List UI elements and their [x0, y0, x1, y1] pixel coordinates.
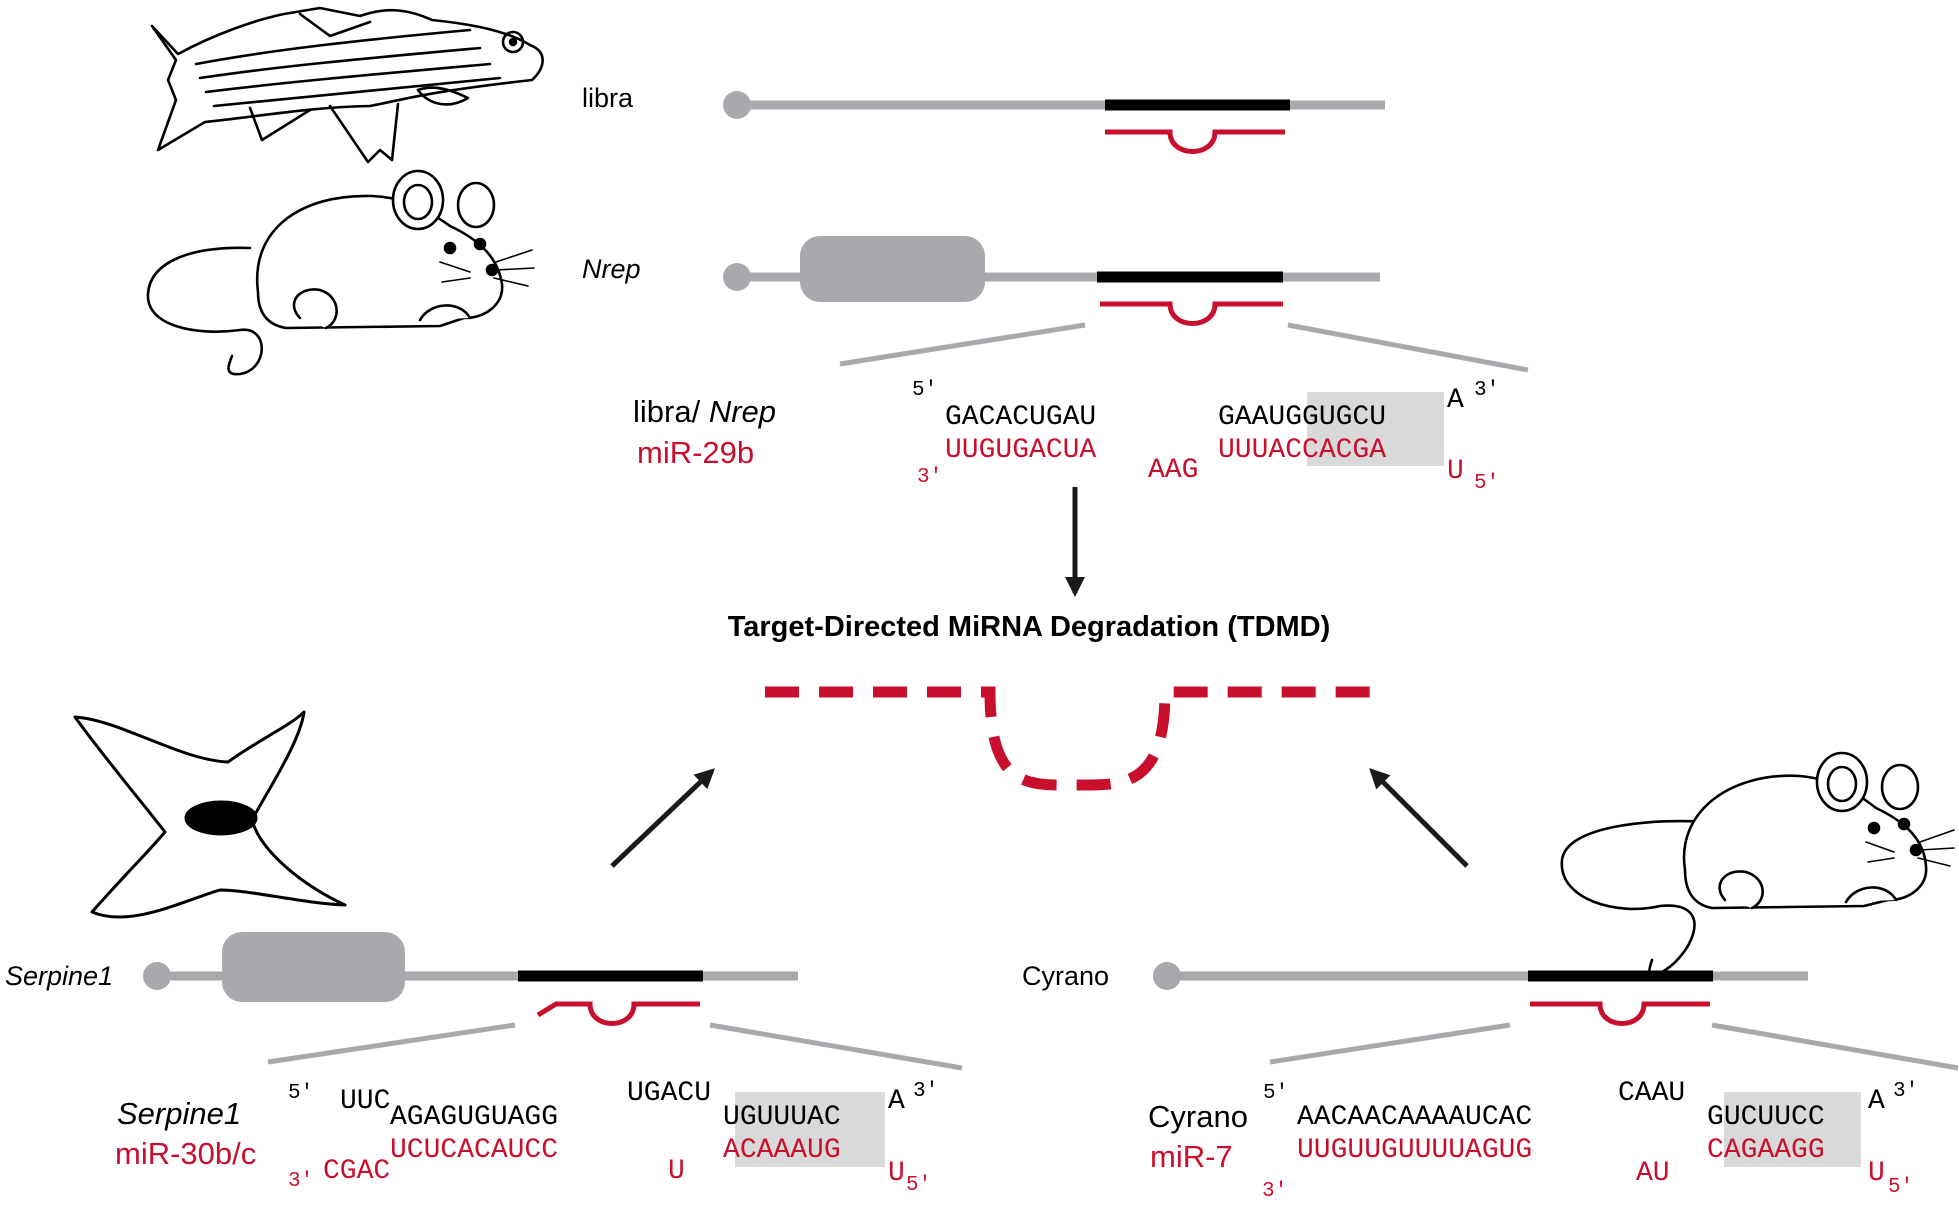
mirna-seq-part1: UCUCACAUCC	[390, 1135, 558, 1166]
target-loop: UUC	[340, 1086, 390, 1117]
target-overhang: A	[1447, 385, 1464, 416]
target-loop: UGACU	[627, 1078, 711, 1109]
cyrano-transcript	[1153, 962, 1808, 990]
mirna-overhang: U	[888, 1158, 905, 1189]
prime-label: 3′	[913, 1080, 938, 1103]
up-left-arrow	[1369, 768, 1469, 868]
prime-label: 3′	[1893, 1080, 1918, 1103]
mirna-seq-part1: UUGUGACUA	[945, 435, 1096, 466]
mirna-bulge: U	[668, 1156, 685, 1187]
zoom-line	[1711, 1022, 1959, 1071]
seed-highlight	[1724, 1092, 1861, 1167]
tdmd-title: Target-Directed MiRNA Degradation (TDMD)	[728, 611, 1331, 643]
mirna-seq-part2: CAGAAGG	[1707, 1135, 1825, 1166]
prime-label: 3′	[917, 466, 942, 489]
zoom-line	[709, 1022, 963, 1071]
pair-target-label: libra/ Nrep	[633, 394, 776, 429]
prime-label: 5′	[912, 379, 937, 402]
prime-label: 5′	[1263, 1082, 1288, 1105]
target-seq-part2: UGUUUAC	[723, 1102, 841, 1133]
serpine1-label: Serpine1	[5, 961, 113, 991]
target-seq-part1: AGAGUGUAGG	[390, 1102, 558, 1133]
mirna-overhang: U	[1447, 456, 1464, 487]
cell-icon	[73, 710, 347, 919]
mirna-overhang: U	[1868, 1158, 1885, 1189]
target-seq-part2: GAAUGGUGCU	[1218, 402, 1386, 433]
degraded-mirna	[765, 686, 1370, 791]
mouse-icon	[146, 169, 535, 376]
pair-target-label: Cyrano	[1148, 1099, 1248, 1134]
zoom-line	[1269, 1022, 1511, 1065]
target-overhang: A	[1868, 1086, 1885, 1117]
target-overhang: A	[888, 1086, 905, 1117]
pair-target-label: Serpine1	[117, 1096, 241, 1131]
libra-label: libra	[582, 83, 634, 113]
mirna-duplex	[1100, 301, 1283, 326]
up-right-arrow	[610, 768, 715, 868]
nrep-label: Nrep	[582, 254, 641, 284]
libra-transcript	[723, 91, 1385, 119]
prime-label: 5′	[288, 1082, 313, 1105]
prime-label: 5′	[1474, 472, 1499, 495]
mirna-bulge: AU	[1636, 1158, 1670, 1189]
cyrano-label: Cyrano	[1022, 961, 1109, 991]
zoom-line	[1287, 322, 1529, 373]
mirna-seq-part2: UUUACCACGA	[1218, 435, 1386, 466]
target-loop: CAAU	[1618, 1078, 1685, 1109]
mirna-duplex	[1530, 1001, 1710, 1026]
target-seq-part1: GACACUGAU	[945, 402, 1096, 433]
target-seq-part1: AACAACAAAAUCAC	[1297, 1102, 1532, 1133]
pair-mirna-label: miR-7	[1150, 1139, 1233, 1174]
pair-mirna-label: miR-30b/c	[115, 1136, 256, 1171]
mirna-duplex	[536, 1001, 700, 1026]
mouse-icon	[1560, 751, 1955, 977]
target-seq-part2: GUCUUCC	[1707, 1102, 1825, 1133]
prime-label: 3′	[288, 1170, 313, 1193]
seed-highlight	[735, 1092, 885, 1167]
prime-label: 3′	[1474, 379, 1499, 402]
zoom-line	[267, 1022, 516, 1065]
prime-label: 5′	[1888, 1176, 1913, 1199]
mirna-loop: CGAC	[323, 1156, 390, 1187]
serpine1-transcript	[143, 932, 798, 1002]
prime-label: 5′	[906, 1174, 931, 1197]
mirna-bulge: AAG	[1148, 455, 1198, 486]
mirna-seq-part2: ACAAAUG	[723, 1135, 841, 1166]
mirna-duplex	[1105, 129, 1285, 154]
seed-highlight	[1307, 392, 1444, 466]
zebrafish-icon	[150, 6, 544, 164]
nrep-transcript	[723, 236, 1380, 302]
mirna-seq-part1: UUGUUGUUUUAGUG	[1297, 1135, 1532, 1166]
pair-mirna-label: miR-29b	[637, 435, 754, 470]
zoom-line	[839, 322, 1086, 367]
prime-label: 3′	[1262, 1180, 1287, 1203]
